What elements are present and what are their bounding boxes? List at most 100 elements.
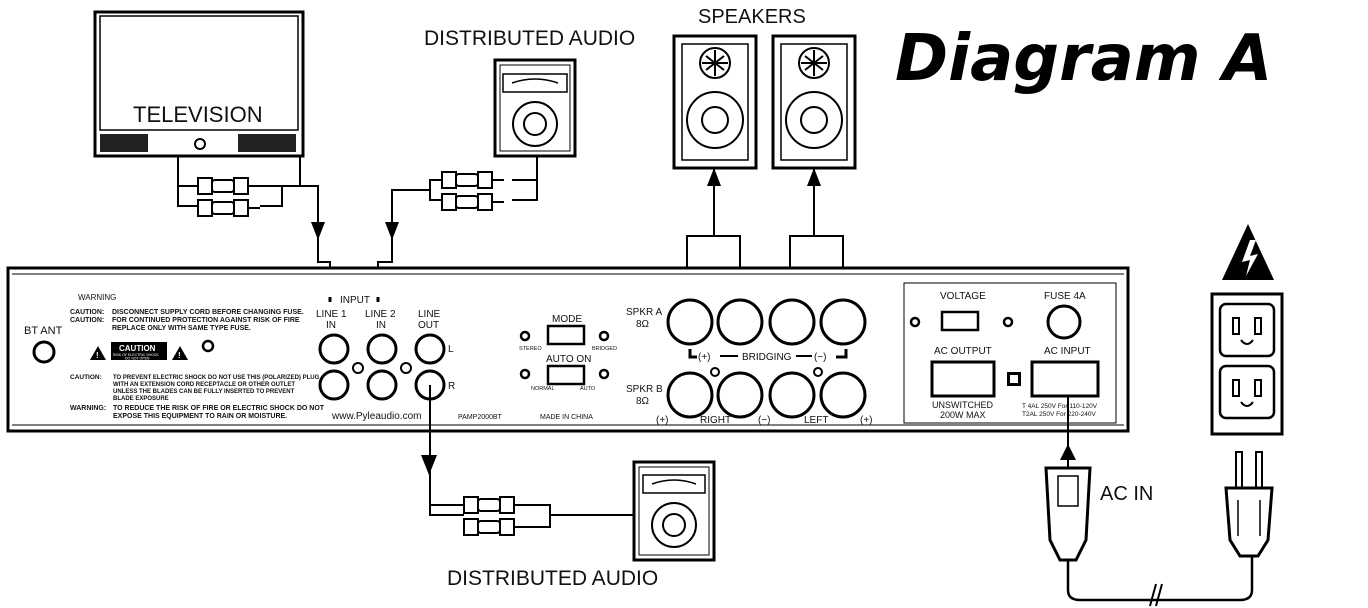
arrow-up-icon — [807, 168, 821, 186]
line1-label-b: IN — [326, 320, 336, 331]
spkr-a-label: SPKR A — [626, 307, 662, 318]
max-power-label: 200W MAX — [940, 410, 986, 420]
bt-antenna-jack — [32, 340, 56, 364]
line2-label-b: IN — [376, 320, 386, 331]
television-label: TELEVISION — [133, 102, 263, 127]
line2-label-a: LINE 2 — [365, 309, 396, 320]
bridged-label: BRIDGED — [592, 346, 617, 352]
caution-text-3c: UNLESS THE BLADES CAN BE FULLY INSERTED … — [113, 389, 295, 395]
iec-power-plug-icon — [1044, 466, 1092, 562]
rca-cable-tv — [197, 177, 261, 217]
mode-switch — [546, 324, 586, 346]
fuse-spec-1: T 4AL 250V For 110-120V — [1022, 403, 1098, 410]
bridge-plus-label: (+) — [698, 352, 711, 363]
model-label: PAMP2000BT — [458, 414, 503, 421]
caution-text-1: DISCONNECT SUPPLY CORD BEFORE CHANGING F… — [112, 309, 304, 316]
caution-sticker-title: CAUTION — [119, 344, 156, 353]
caution-text-2b: REPLACE ONLY WITH SAME TYPE FUSE. — [112, 325, 251, 332]
spkr-a-ohm-label: 8Ω — [636, 319, 650, 330]
website-label: www.Pyleaudio.com — [331, 411, 421, 422]
warning-text-b: EXPOSE THIS EQUIPMENT TO RAIN OR MOISTUR… — [113, 413, 287, 420]
spkr-b-label: SPKR B — [626, 384, 663, 395]
bridging-label: BRIDGING — [742, 352, 792, 363]
speaker-right-icon — [672, 34, 758, 170]
voltage-selector — [940, 310, 980, 332]
arrow-down-icon — [385, 222, 399, 240]
lineout-label-a: LINE — [418, 309, 441, 320]
distributed-audio-top-label: DISTRIBUTED AUDIO — [424, 27, 635, 50]
caution-sticker-sub1: RISK OF ELECTRIC SHOCK — [113, 353, 159, 357]
panel-screw — [201, 339, 215, 353]
line1-in-r-jack — [318, 369, 350, 401]
line-out-l-jack — [414, 333, 446, 365]
caution-sticker: ! CAUTION RISK OF ELECTRIC SHOCK DO NOT … — [90, 342, 188, 361]
spkr-b-left-plus-terminal — [819, 371, 867, 419]
distributed-audio-bottom-label: DISTRIBUTED AUDIO — [447, 567, 658, 590]
caution-text-2a: FOR CONTINUED PROTECTION AGAINST RISK OF… — [112, 317, 300, 324]
line1-in-l-jack — [318, 333, 350, 365]
ac-in-label: AC IN — [1100, 483, 1153, 505]
ac-output-label: AC OUTPUT — [934, 346, 992, 357]
caution-text-3d: BLADE EXPOSURE — [113, 396, 169, 402]
wall-power-plug-icon — [1224, 451, 1274, 558]
television-icon — [93, 10, 305, 158]
caution-label-2: CAUTION: — [70, 317, 104, 324]
speakers-label: SPEAKERS — [698, 6, 806, 28]
fuse-holder — [1046, 304, 1082, 340]
spkr-b-right-plus-terminal — [666, 371, 714, 419]
auto-on-label: AUTO ON — [546, 354, 591, 365]
line1-label-a: LINE 1 — [316, 309, 347, 320]
warning-text-a: TO REDUCE THE RISK OF FIRE OR ELECTRIC S… — [113, 405, 325, 412]
caution-text-3a: TO PREVENT ELECTRIC SHOCK DO NOT USE THI… — [113, 375, 320, 381]
arrow-up-icon — [1060, 444, 1076, 460]
line2-in-l-jack — [366, 333, 398, 365]
line2-in-r-jack — [366, 369, 398, 401]
mode-label: MODE — [552, 314, 582, 325]
diagram-title: Diagram A — [895, 22, 1272, 96]
amplifier-rear-panel — [6, 266, 1130, 433]
ac-output-socket — [930, 360, 996, 398]
right-plus-label: (+) — [656, 415, 669, 426]
bt-ant-label: BT ANT — [24, 325, 63, 337]
ac-input-label: AC INPUT — [1044, 346, 1091, 357]
normal-label: NORMAL — [531, 386, 555, 392]
speaker-left-icon — [771, 34, 857, 170]
input-label: INPUT — [340, 295, 370, 306]
arrow-up-icon — [707, 168, 721, 186]
svg-text:!: ! — [178, 351, 181, 360]
spkr-a-left-plus-terminal — [819, 298, 867, 346]
warning-heading: WARNING — [78, 293, 116, 302]
caution-label-1: CAUTION: — [70, 309, 104, 316]
spkr-b-left-minus-terminal — [768, 371, 816, 419]
caution-sticker-sub2: DO NOT OPEN — [125, 357, 150, 361]
lineout-l-label: L — [448, 344, 454, 355]
warning-label: WARNING: — [70, 405, 106, 412]
left-label: LEFT — [804, 415, 828, 426]
right-label: RIGHT — [700, 415, 731, 426]
caution-label-3: CAUTION: — [70, 374, 102, 381]
voltage-label: VOLTAGE — [940, 291, 986, 302]
left-plus-label: (+) — [860, 415, 873, 426]
made-in-label: MADE IN CHINA — [540, 414, 593, 421]
spkr-b-right-minus-terminal — [716, 371, 764, 419]
wall-outlet-icon — [1210, 292, 1284, 436]
spkr-b-ohm-label: 8Ω — [636, 396, 650, 407]
rca-cable-distributed-bottom — [463, 496, 527, 536]
lineout-r-label: R — [448, 381, 455, 392]
bridge-minus-label: (−) — [814, 352, 827, 363]
rca-cable-distributed-top — [441, 171, 505, 211]
auto-on-switch — [546, 364, 586, 386]
svg-text:!: ! — [96, 351, 99, 360]
spkr-a-right-plus-terminal — [666, 298, 714, 346]
spkr-a-right-minus-terminal — [716, 298, 764, 346]
arrow-down-icon — [421, 455, 437, 475]
caution-text-3b: WITH AN EXTENSION CORD RECEPTACLE OR OTH… — [113, 382, 295, 388]
distributed-audio-speaker-top-icon — [493, 58, 577, 158]
distributed-audio-speaker-bottom-icon — [632, 460, 716, 562]
lineout-label-b: OUT — [418, 320, 439, 331]
fuse-label: FUSE 4A — [1044, 291, 1086, 302]
high-voltage-warning-icon — [1222, 224, 1274, 280]
unswitched-label: UNSWITCHED — [932, 400, 993, 410]
auto-label: AUTO — [580, 386, 596, 392]
